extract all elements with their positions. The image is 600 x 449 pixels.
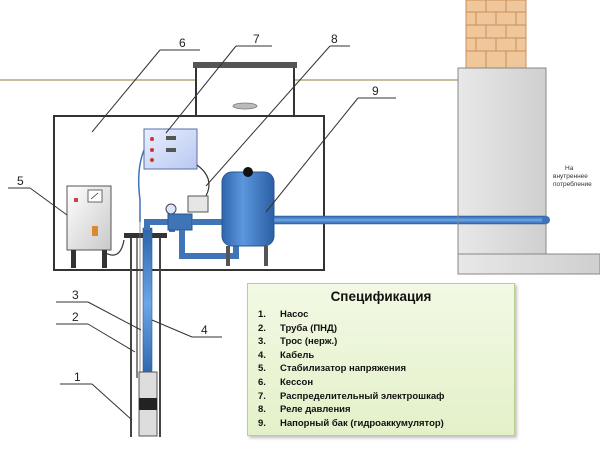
outlet-label-line1: На [565, 165, 574, 172]
spec-item: 3. Трос (нерж.) [258, 335, 514, 349]
spec-item: 6. Кессон [258, 376, 514, 390]
spec-item-number: 5. [258, 363, 266, 375]
well-pipe [142, 227, 153, 379]
callout-5: 5 [17, 174, 24, 188]
callout-3: 3 [72, 288, 79, 302]
outlet-label: На внутреннее потребление [553, 165, 600, 189]
relay-cable [196, 164, 210, 197]
callout-1: 1 [74, 370, 81, 384]
distribution-cabinet [143, 128, 198, 170]
pressure-relay [165, 195, 209, 215]
spec-item-text: Трос (нерж.) [280, 336, 338, 348]
spec-item-text: Реле давления [280, 404, 351, 416]
spec-item: 2. Труба (ПНД) [258, 322, 514, 336]
pressure-tank [221, 167, 275, 266]
spec-item-text: Стабилизатор напряжения [280, 363, 407, 375]
callout-7: 7 [253, 32, 260, 46]
callout-6: 6 [179, 36, 186, 50]
cabinet-cable [137, 149, 145, 222]
caisson-hatch [193, 62, 297, 119]
brick-wall [465, 0, 527, 69]
spec-item-text: Кабель [280, 349, 315, 361]
specification-title: Спецификация [330, 289, 432, 304]
callout-numbers: 1 2 3 4 5 6 7 8 9 [17, 32, 379, 384]
spec-item-text: Насос [280, 309, 309, 320]
drain-pipe [179, 230, 239, 259]
spec-item-number: 4. [258, 349, 266, 361]
specification-box: Спецификация 1. Насос 2. Труба (ПНД) 3. Тро… [247, 283, 515, 436]
outlet-label-line2: внутреннее [553, 173, 588, 180]
spec-item: 5. Стабилизатор напряжения [258, 362, 514, 376]
spec-item-number: 1. [258, 309, 266, 320]
submersible-pump [138, 371, 158, 437]
spec-item-text: Труба (ПНД) [280, 322, 337, 334]
callout-4: 4 [201, 323, 208, 337]
callout-8: 8 [331, 32, 338, 46]
callout-9: 9 [372, 84, 379, 98]
spec-item: 1. Насос [258, 308, 514, 322]
outlet-label-line3: потребление [553, 181, 592, 188]
callout-leaders [8, 45, 396, 421]
spec-item-number: 6. [258, 376, 266, 388]
spec-item-text: Кессон [280, 376, 314, 388]
spec-item: 8. Реле давления [258, 403, 514, 417]
spec-item-number: 3. [258, 336, 266, 348]
spec-item-number: 2. [258, 322, 266, 334]
spec-item-text: Напорный бак (гидроаккумулятор) [280, 417, 444, 429]
manifold [167, 213, 193, 231]
specification-list: 1. Насос 2. Труба (ПНД) 3. Трос (нерж.) 4. К… [248, 308, 514, 430]
spec-item: 4. Кабель [258, 349, 514, 363]
spec-item: 9. Напорный бак (гидроаккумулятор) [258, 417, 514, 431]
spec-item-text: Распределительный электрошкаф [280, 390, 445, 402]
spec-item-number: 9. [258, 417, 266, 429]
spec-item-number: 8. [258, 404, 266, 416]
voltage-stabilizer [66, 185, 125, 268]
callout-2: 2 [72, 310, 79, 324]
spec-item-number: 7. [258, 390, 266, 402]
outlet-pipe [273, 214, 550, 226]
spec-item: 7. Распределительный электрошкаф [258, 390, 514, 404]
